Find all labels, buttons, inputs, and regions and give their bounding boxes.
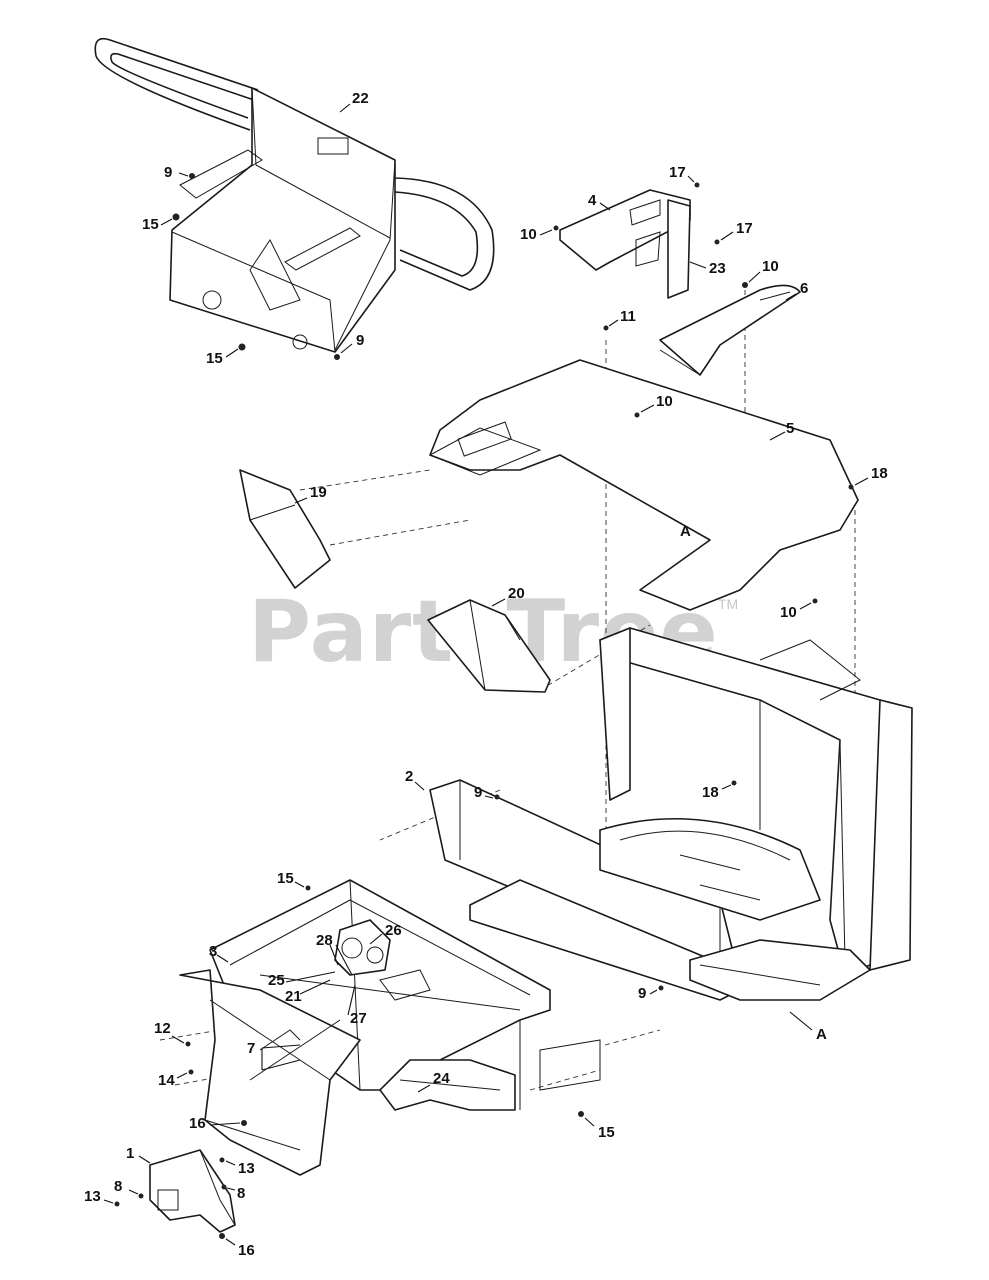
callout-16: 16 (238, 1242, 255, 1259)
callout-12: 12 (154, 1020, 171, 1037)
leader-lines (103, 103, 869, 1246)
callout-9: 9 (638, 985, 647, 1002)
hitch-1 (149, 1149, 236, 1233)
callout-9: 9 (164, 164, 173, 181)
callout-2: 2 (405, 768, 414, 785)
callout-8: 8 (237, 1185, 246, 1202)
callout-25: 25 (268, 972, 285, 989)
callout-3: 3 (209, 943, 218, 960)
callout-17: 17 (736, 220, 753, 237)
callout-18: 18 (871, 465, 888, 482)
callout-23: 23 (709, 260, 726, 277)
callout-16: 16 (189, 1115, 206, 1132)
callout-8: 8 (114, 1178, 123, 1195)
callout-7: 7 (247, 1040, 256, 1057)
bumper-assembly (94, 37, 495, 353)
callout-11: 11 (620, 308, 636, 325)
main-frame (429, 627, 913, 1091)
callout-10: 10 (780, 604, 797, 621)
callout-A: A (680, 523, 691, 540)
callout-15: 15 (142, 216, 159, 233)
callout-5: 5 (786, 420, 795, 437)
callout-4: 4 (588, 192, 597, 209)
callout-24: 24 (433, 1070, 450, 1087)
callout-9: 9 (356, 332, 365, 349)
callout-13: 13 (238, 1160, 255, 1177)
callout-10: 10 (762, 258, 779, 275)
watermark-trademark: TM (718, 596, 739, 612)
callout-1: 1 (126, 1145, 135, 1162)
callout-18: 18 (702, 784, 719, 801)
callout-20: 20 (508, 585, 525, 602)
callout-17: 17 (669, 164, 686, 181)
cover-6 (659, 284, 801, 376)
callout-15: 15 (277, 870, 294, 887)
callout-A: A (816, 1026, 827, 1043)
callout-28: 28 (316, 932, 333, 949)
floor-panel-5 (428, 359, 859, 611)
callout-6: 6 (800, 280, 809, 297)
callout-9: 9 (474, 784, 483, 801)
callout-27: 27 (350, 1010, 367, 1027)
hardware-points (114, 173, 854, 1239)
upper-bracket-4 (559, 189, 691, 299)
callout-22: 22 (352, 90, 369, 107)
callout-15: 15 (206, 350, 223, 367)
callout-21: 21 (285, 988, 302, 1005)
callout-26: 26 (385, 922, 402, 939)
callout-10: 10 (656, 393, 673, 410)
callout-13: 13 (84, 1188, 101, 1205)
callout-10: 10 (520, 226, 537, 243)
side-panel-20 (427, 599, 551, 693)
callout-14: 14 (158, 1072, 175, 1089)
callout-15: 15 (598, 1124, 615, 1141)
side-panel-19 (239, 469, 331, 589)
callout-19: 19 (310, 484, 327, 501)
